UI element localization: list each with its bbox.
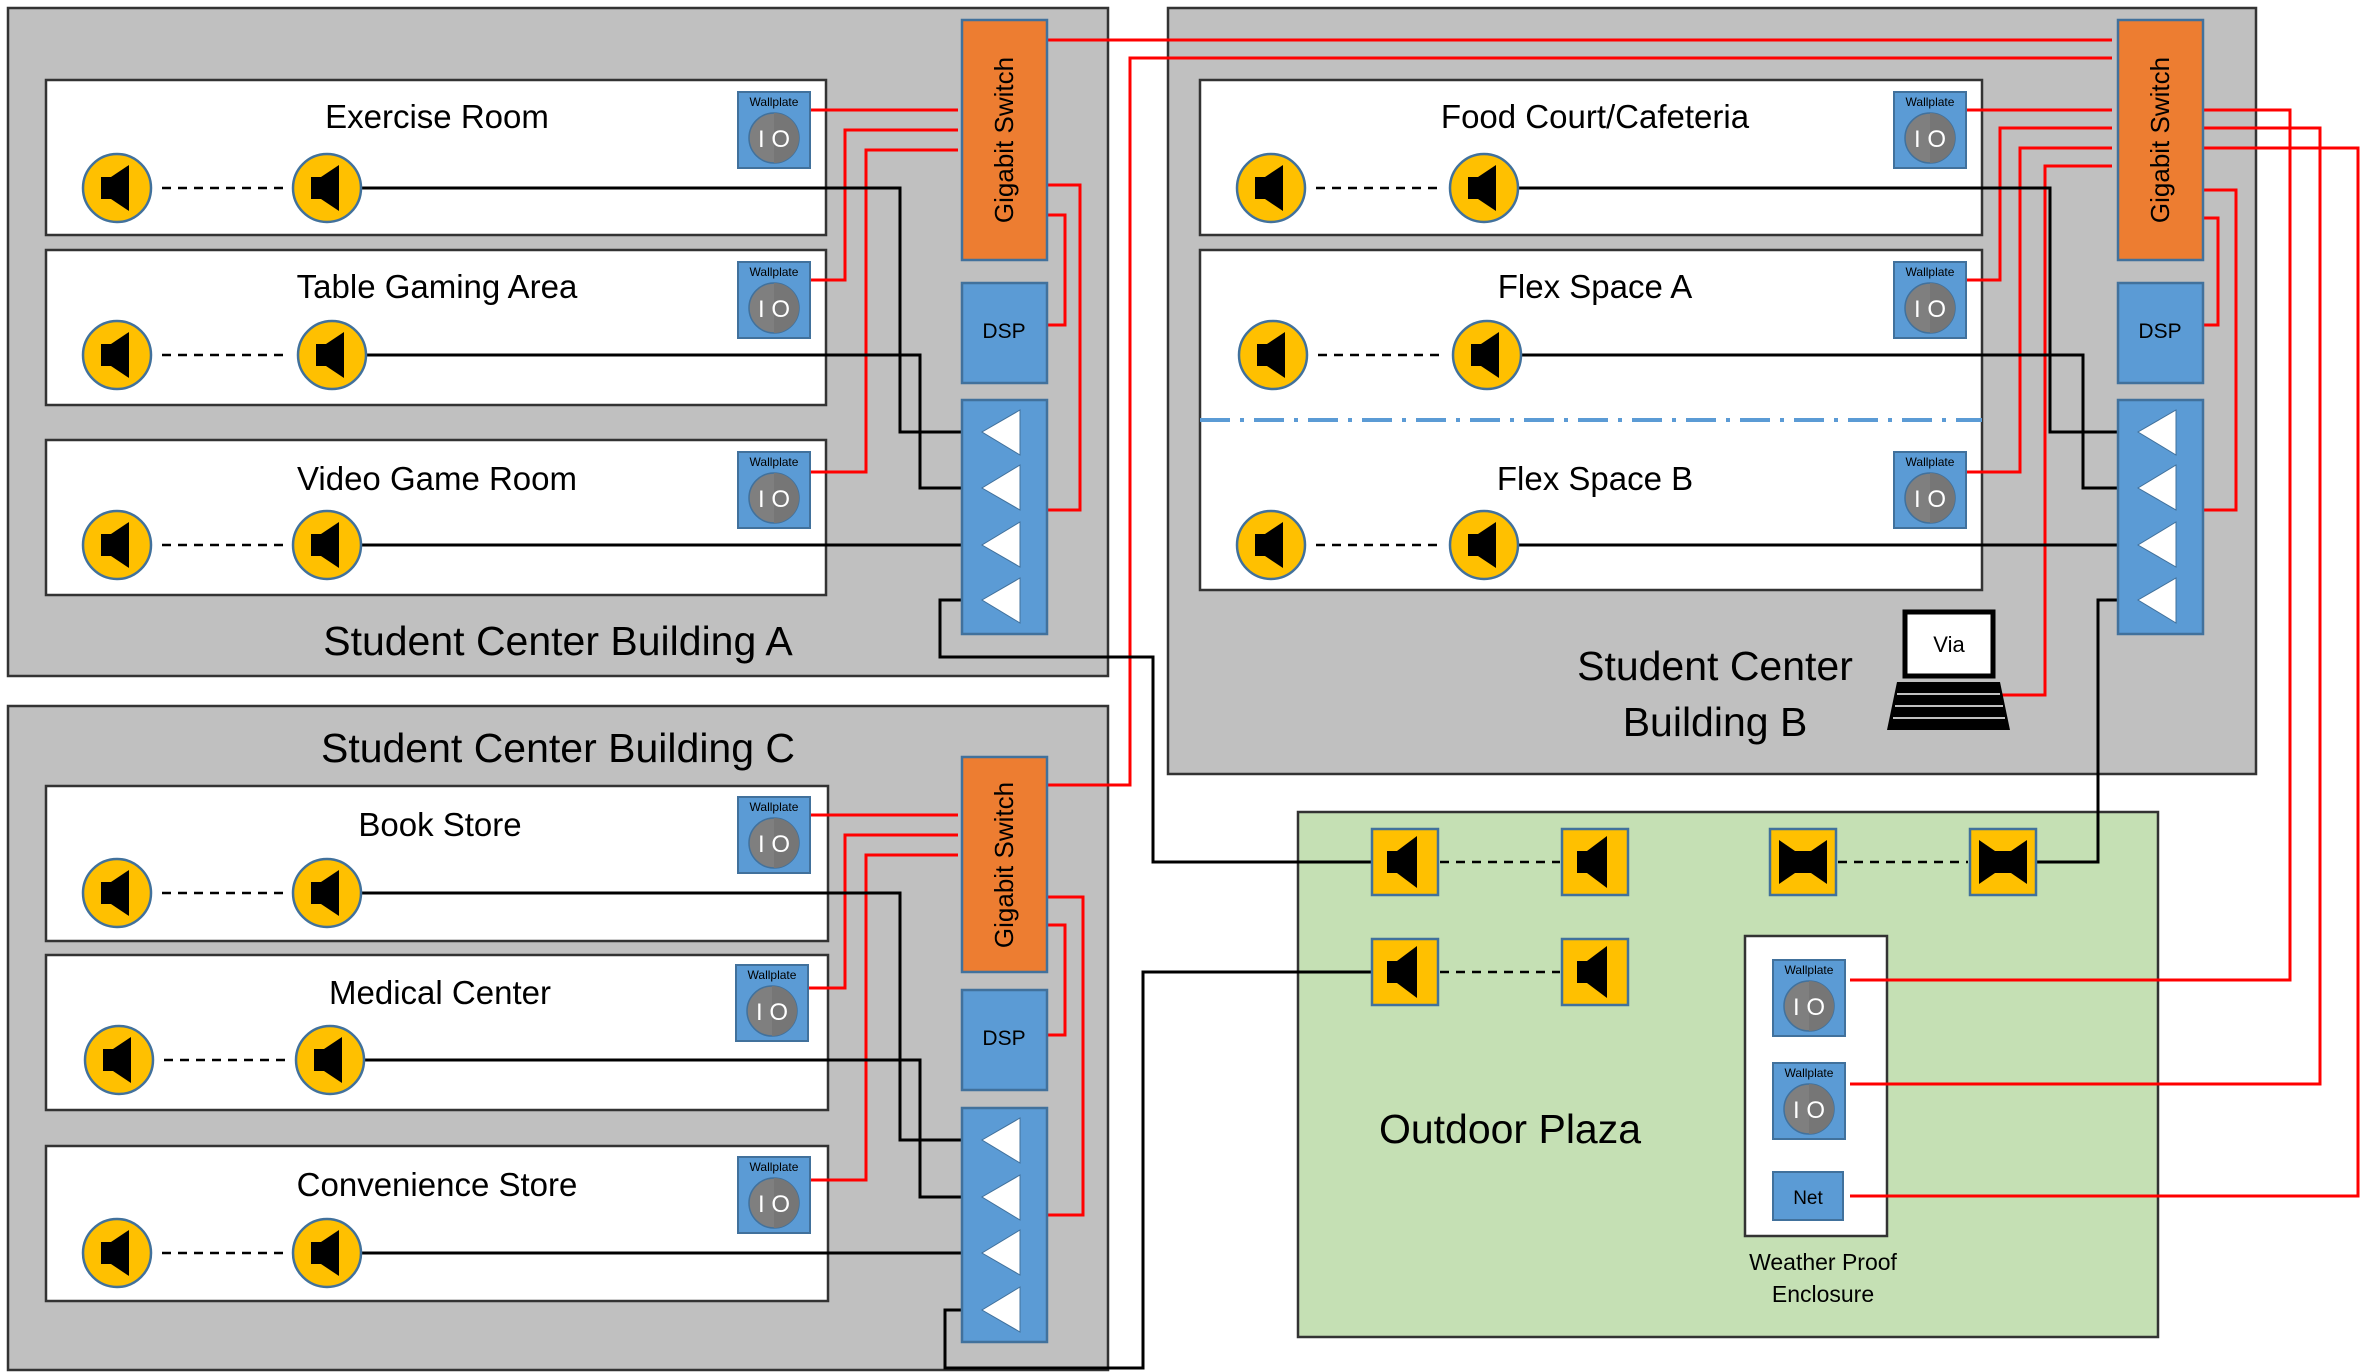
room-title-convenience: Convenience Store: [297, 1166, 578, 1203]
wallplate-io-label: I O: [1793, 1097, 1825, 1124]
wallplate-label: Wallplate: [750, 1160, 799, 1174]
room-title-book-store: Book Store: [358, 806, 521, 843]
net-port-label: Net: [1793, 1188, 1823, 1209]
amplifier-b: [2116, 398, 2205, 636]
room-title-medical: Medical Center: [329, 974, 551, 1011]
amplifier-channel-icon: [2137, 409, 2177, 456]
network-wiring: [808, 38, 2360, 1217]
wallplate-io-label: I O: [758, 296, 790, 323]
wallplate-label: Wallplate: [750, 95, 799, 109]
room-convenience: [44, 1144, 830, 1303]
amplifier-channel-icon: [981, 1286, 1021, 1333]
wallplate-flex-b: Wallplate I O: [1893, 451, 1967, 529]
room-table-gaming: [44, 248, 828, 407]
wallplate-video-game: Wallplate I O: [737, 451, 811, 529]
amplifier-channel-icon: [981, 409, 1021, 456]
wallplate-label: Wallplate: [1785, 963, 1834, 977]
amplifier-channel-icon: [981, 577, 1021, 624]
room-title-exercise: Exercise Room: [325, 98, 549, 135]
dsp-a: DSP: [960, 281, 1049, 385]
wallplate-plaza-2: Wallplate I O: [1772, 1062, 1846, 1140]
outdoor-plaza-title: Outdoor Plaza: [1379, 1106, 1641, 1152]
gigabit-switch-c-label: Gigabit Switch: [989, 782, 1019, 948]
amplifier-channel-icon: [2137, 464, 2177, 511]
wallplate-io-label: I O: [758, 1191, 790, 1218]
dsp-b: DSP: [2116, 281, 2205, 385]
building-b-title-line2: Building B: [1623, 699, 1808, 745]
dsp-c-label: DSP: [982, 1027, 1025, 1050]
room-title-food-court: Food Court/Cafeteria: [1441, 98, 1750, 135]
wallplate-io-label: I O: [758, 831, 790, 858]
gigabit-switch-c: Gigabit Switch: [960, 755, 1049, 974]
laptop-icon: Via: [1887, 609, 2010, 730]
speakers-building-c: [81, 857, 366, 1289]
speakers-outdoor-plaza: [1370, 827, 2038, 1007]
gigabit-switch-a-label: Gigabit Switch: [989, 57, 1019, 223]
wallplate-label: Wallplate: [1785, 1066, 1834, 1080]
room-title-video-game: Video Game Room: [297, 460, 577, 497]
room-title-table-gaming: Table Gaming Area: [297, 268, 578, 305]
amplifier-c: [960, 1106, 1049, 1344]
wallplate-label: Wallplate: [1906, 95, 1955, 109]
room-medical: [44, 953, 830, 1112]
audio-wiring: [327, 186, 2140, 1370]
room-book-store: [44, 784, 830, 943]
wallplate-food-court: Wallplate I O: [1893, 91, 1967, 169]
wallplate-label: Wallplate: [1906, 265, 1955, 279]
wallplate-label: Wallplate: [1906, 455, 1955, 469]
wallplate-io-label: I O: [1914, 296, 1946, 323]
building-b-title-line1: Student Center: [1577, 643, 1853, 689]
amplifier-channel-icon: [2137, 577, 2177, 624]
building-a-title: Student Center Building A: [323, 618, 793, 664]
wallplate-medical: Wallplate I O: [735, 964, 809, 1042]
wallplate-io-label: I O: [1914, 126, 1946, 153]
wallplate-exercise: Wallplate I O: [737, 91, 811, 169]
wallplate-io-label: I O: [1793, 994, 1825, 1021]
amplifier-channel-icon: [981, 1117, 1021, 1164]
dsp-b-label: DSP: [2138, 320, 2181, 343]
wallplate-plaza-1: Wallplate I O: [1772, 959, 1846, 1037]
wallplate-label: Wallplate: [750, 455, 799, 469]
net-port-plaza: Net: [1772, 1171, 1844, 1221]
enclosure-caption-line1: Weather Proof: [1749, 1249, 1897, 1275]
wallplate-label: Wallplate: [750, 265, 799, 279]
amplifier-channel-icon: [981, 1229, 1021, 1276]
room-food-court: [1198, 78, 1984, 237]
wallplate-io-label: I O: [1914, 486, 1946, 513]
speakers-building-b: [1235, 152, 1523, 581]
room-title-flex-a: Flex Space A: [1498, 268, 1692, 305]
wallplate-io-label: I O: [758, 486, 790, 513]
amplifier-channel-icon: [2137, 521, 2177, 568]
gigabit-switch-a: Gigabit Switch: [960, 18, 1049, 262]
dsp-a-label: DSP: [982, 320, 1025, 343]
dsp-c: DSP: [960, 988, 1049, 1092]
outdoor-plaza: [1296, 810, 2160, 1339]
wallplate-io-label: I O: [756, 999, 788, 1026]
wallplate-io-label: I O: [758, 126, 790, 153]
enclosure-caption-line2: Enclosure: [1772, 1281, 1874, 1307]
gigabit-switch-b-label: Gigabit Switch: [2145, 57, 2175, 223]
room-exercise: [44, 78, 828, 237]
amplifier-channel-icon: [981, 464, 1021, 511]
speakers-building-a: [81, 152, 368, 581]
room-title-flex-b: Flex Space B: [1497, 460, 1693, 497]
wallplate-table-gaming: Wallplate I O: [737, 261, 811, 339]
laptop-label: Via: [1933, 632, 1965, 657]
wallplate-label: Wallplate: [750, 800, 799, 814]
amplifier-a: [960, 398, 1049, 636]
wallplate-book-store: Wallplate I O: [737, 796, 811, 874]
amplifier-channel-icon: [981, 1174, 1021, 1221]
wallplate-label: Wallplate: [748, 968, 797, 982]
amplifier-channel-icon: [981, 521, 1021, 568]
gigabit-switch-b: Gigabit Switch: [2116, 18, 2205, 262]
wallplate-convenience: Wallplate I O: [737, 1156, 811, 1234]
building-c-title: Student Center Building C: [321, 725, 795, 771]
room-video-game: [44, 438, 828, 597]
wallplate-flex-a: Wallplate I O: [1893, 261, 1967, 339]
